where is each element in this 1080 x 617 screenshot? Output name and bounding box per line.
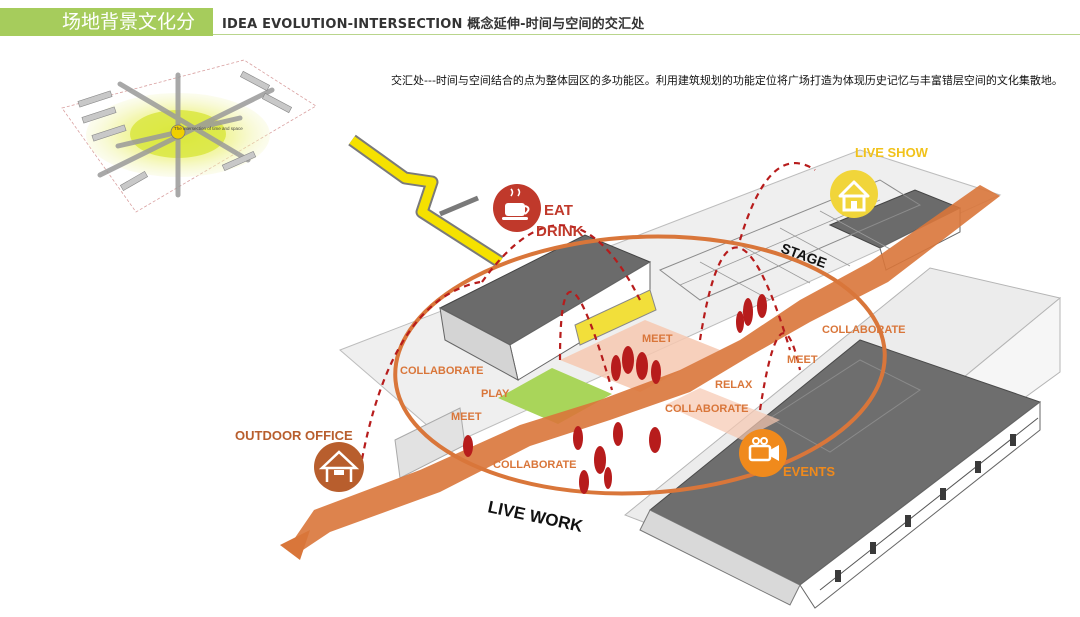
tent-icon	[314, 442, 364, 492]
activity-arcs	[358, 162, 816, 471]
section-title-tab: 场地背景文化分析	[0, 8, 213, 61]
label-live-work: LIVE WORK	[486, 497, 585, 536]
building-lower-right	[624, 267, 1062, 609]
building-main-hall	[339, 149, 1002, 479]
house-icon	[830, 170, 878, 218]
page-title: IDEA EVOLUTION-INTERSECTION 概念延伸-时间与空间的交…	[222, 17, 645, 32]
intersection-ellipse	[393, 234, 887, 496]
label-meet-right: MEET	[787, 354, 818, 366]
yellow-skywalk	[348, 134, 504, 268]
label-drink: DRINK	[536, 223, 584, 240]
label-relax: RELAX	[715, 379, 753, 391]
label-eat: EAT	[544, 202, 573, 219]
film-camera-icon	[739, 429, 787, 477]
label-collaborate-left: COLLABORATE	[400, 365, 484, 377]
description-text: 交汇处---时间与空间结合的点为整体园区的多功能区。利用建筑规划的功能定位将广场…	[391, 74, 1063, 87]
label-events: EVENTS	[783, 464, 835, 479]
relax-plaza	[665, 388, 780, 440]
label-outdoor-office: OUTDOOR OFFICE	[235, 428, 353, 443]
coffee-cup-icon	[493, 184, 541, 232]
play-lawn	[498, 368, 612, 424]
label-collaborate-right: COLLABORATE	[822, 324, 906, 336]
label-collaborate-center: COLLABORATE	[665, 403, 749, 415]
minimap-caption: The intersection of time and space	[174, 126, 243, 131]
people-figures	[463, 294, 767, 494]
label-meet-top: MEET	[642, 333, 673, 345]
label-collaborate-bottom: COLLABORATE	[493, 459, 577, 471]
site-minimap: The intersection of time and space	[61, 59, 317, 213]
label-meet-left: MEET	[451, 411, 482, 423]
header-divider	[213, 34, 1080, 35]
label-live-show: LIVE SHOW	[855, 145, 929, 160]
label-play: PLAY	[481, 388, 510, 400]
